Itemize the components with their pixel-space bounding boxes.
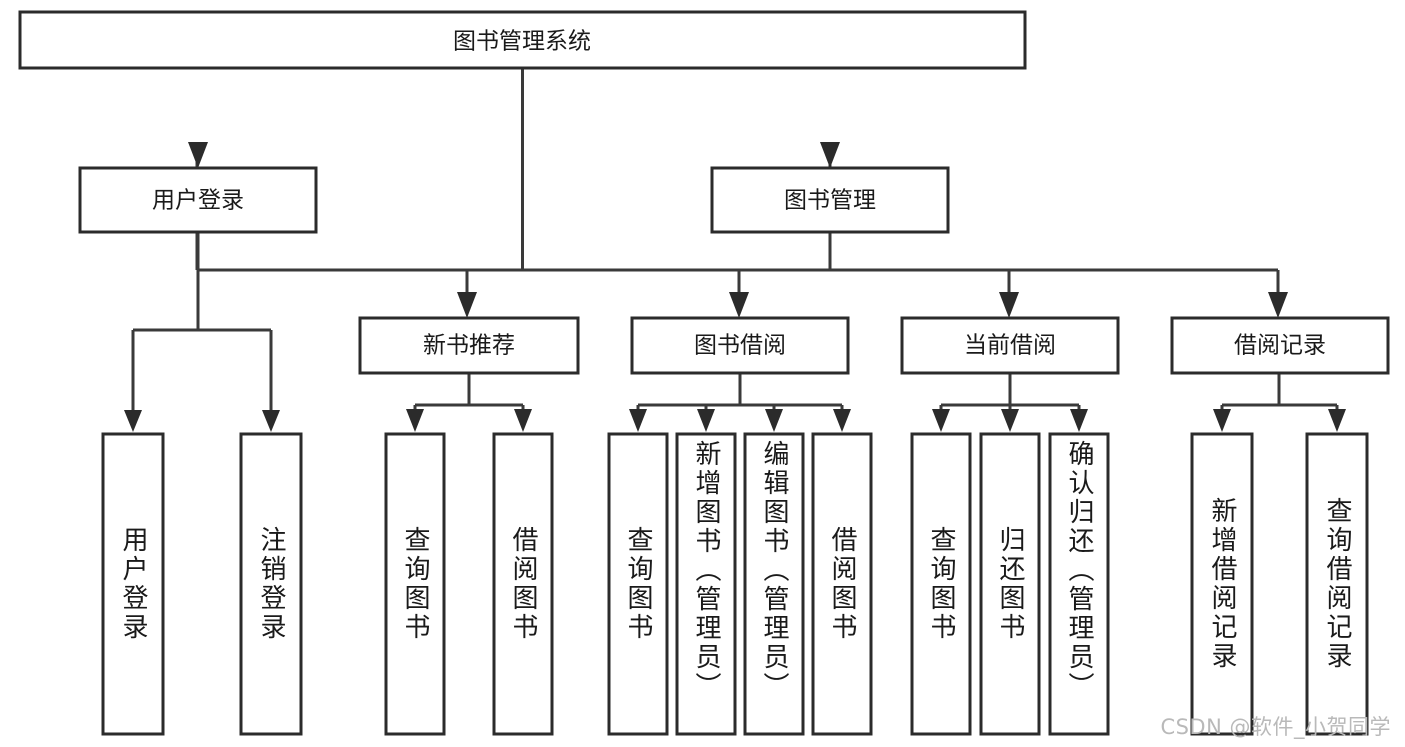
connector-group-new-books [406, 373, 532, 432]
node-user-login-label: 用户登录 [152, 188, 244, 214]
leaf-box-cb-query[interactable] [910, 432, 972, 736]
connector-group-borrow [629, 373, 851, 432]
arrow-bb-4 [833, 409, 851, 432]
node-new-books-label: 新书推荐 [423, 333, 515, 359]
arrow-nb-2 [514, 409, 532, 432]
arrow-rr-2 [1328, 409, 1346, 432]
leaf-box-nb-query[interactable] [384, 432, 446, 736]
node-user-login-box[interactable] [78, 166, 318, 234]
leaf-box-rr-add[interactable] [1190, 432, 1254, 736]
leaf-box-bb-add[interactable] [675, 432, 737, 736]
leaf-box-cb-return[interactable] [979, 432, 1041, 736]
leaf-box-bb-borrow[interactable] [811, 432, 873, 736]
node-book-borrow-label: 图书借阅 [694, 333, 786, 359]
csdn-watermark: CSDN @软件_小贺同学 [1160, 715, 1391, 739]
arrow-nb-1 [406, 409, 424, 432]
node-new-books-box[interactable] [358, 316, 580, 375]
arrow-book-c4 [1268, 292, 1288, 318]
connector-group-current [932, 373, 1088, 432]
leaf-box-nb-borrow[interactable] [492, 432, 554, 736]
connector-group-records [1213, 373, 1346, 432]
leaf-box-cb-confirm[interactable] [1048, 432, 1110, 736]
node-root-box[interactable] [18, 10, 1027, 70]
node-root-label: 图书管理系统 [453, 29, 591, 55]
connector-group-level2 [124, 232, 1288, 432]
connector-level1-arrows [188, 142, 840, 168]
node-current-borrow-box[interactable] [900, 316, 1120, 375]
node-book-manage-label: 图书管理 [784, 188, 876, 214]
leaf-box-bb-edit[interactable] [743, 432, 805, 736]
arrow-bb-2 [697, 409, 715, 432]
leaf-box-user-login[interactable] [101, 432, 165, 736]
arrow-level2-user [188, 142, 208, 168]
arrow-bb-3 [765, 409, 783, 432]
node-book-manage-box[interactable] [710, 166, 950, 234]
arrow-book-c1 [457, 292, 477, 318]
arrow-user-leaf2 [262, 410, 280, 432]
arrow-user-leaf1 [124, 410, 142, 432]
node-current-borrow-label: 当前借阅 [964, 333, 1056, 359]
arrow-cb-3 [1070, 409, 1088, 432]
node-book-borrow-box[interactable] [630, 316, 850, 375]
leaf-box-logout[interactable] [239, 432, 303, 736]
arrow-bb-1 [629, 409, 647, 432]
arrow-book-c3 [999, 292, 1019, 318]
arrow-level2-book [820, 142, 840, 168]
arrow-cb-1 [932, 409, 950, 432]
arrow-rr-1 [1213, 409, 1231, 432]
leaf-box-rr-query[interactable] [1305, 432, 1369, 736]
leaf-box-bb-query[interactable] [607, 432, 669, 736]
node-borrow-records-label: 借阅记录 [1234, 333, 1326, 359]
arrow-cb-2 [1001, 409, 1019, 432]
node-borrow-records-box[interactable] [1170, 316, 1390, 375]
arrow-book-c2 [729, 292, 749, 318]
